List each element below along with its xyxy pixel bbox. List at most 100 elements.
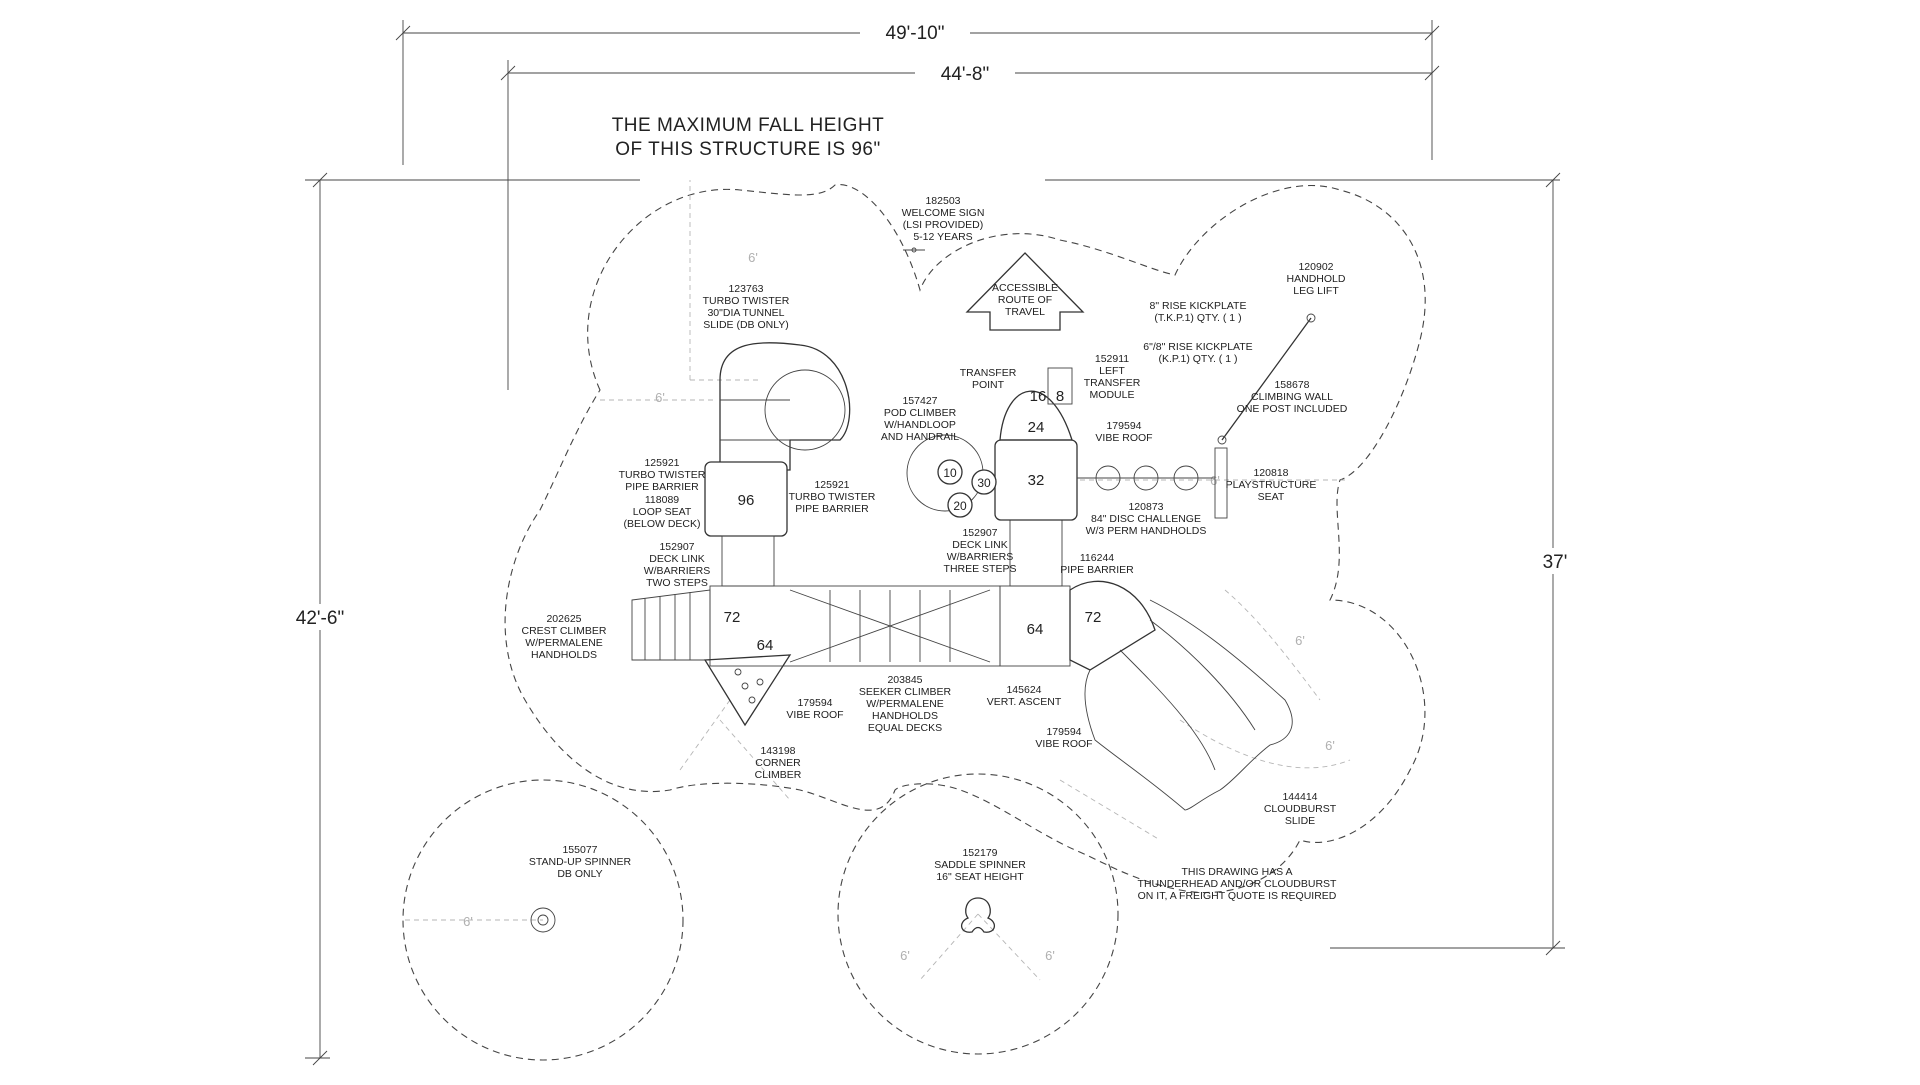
corner-climber-shape (703, 654, 792, 727)
label-climbing-wall: 158678 CLIMBING WALL ONE POST INCLUDED (1237, 379, 1348, 415)
label-cloudburst-slide: 144414 CLOUDBURST SLIDE (1264, 791, 1337, 827)
svg-text:182503: 182503 (925, 195, 960, 207)
svg-text:152907: 152907 (659, 541, 694, 553)
seeker-climber-rungs (829, 590, 951, 662)
accessible-line1: ACCESSIBLE (992, 282, 1058, 294)
leg-lift-bar (1221, 317, 1312, 441)
label-vibe-roof-right: 179594 VIBE ROOF (1035, 726, 1092, 750)
svg-text:158678: 158678 (1274, 379, 1309, 391)
svg-text:(K.P.1) QTY. ( 1 ): (K.P.1) QTY. ( 1 ) (1159, 353, 1238, 365)
label-saddle-spinner: 152179 SADDLE SPINNER 16" SEAT HEIGHT (934, 847, 1026, 883)
svg-text:ON IT, A FREIGHT QUOTE IS REQU: ON IT, A FREIGHT QUOTE IS REQUIRED (1138, 890, 1337, 902)
svg-text:120873: 120873 (1128, 501, 1163, 513)
svg-text:VIBE ROOF: VIBE ROOF (1035, 738, 1092, 750)
svg-text:TWO STEPS: TWO STEPS (646, 577, 708, 589)
svg-text:123763: 123763 (728, 283, 763, 295)
deck-height-8: 8 (1056, 388, 1064, 405)
label-playstructure-seat: 120818 PLAYSTRUCTURE SEAT (1226, 467, 1317, 503)
svg-text:TRANSFER: TRANSFER (960, 367, 1017, 379)
label-disc-challenge: 120873 84" DISC CHALLENGE W/3 PERM HANDH… (1086, 501, 1207, 537)
svg-text:16" SEAT HEIGHT: 16" SEAT HEIGHT (936, 871, 1024, 883)
label-pipe-barrier-left: 125921 TURBO TWISTER PIPE BARRIER (619, 457, 706, 493)
svg-text:HANDHOLD: HANDHOLD (1287, 273, 1346, 285)
svg-text:THREE STEPS: THREE STEPS (944, 563, 1017, 575)
svg-text:5-12 YEARS: 5-12 YEARS (913, 231, 972, 243)
overall-width-label: 49'-10" (886, 23, 945, 44)
svg-text:LEFT: LEFT (1099, 365, 1125, 377)
clearance-label-2: 6' (655, 390, 665, 405)
pod-height-10: 10 (943, 466, 957, 480)
svg-text:152179: 152179 (962, 847, 997, 859)
svg-text:203845: 203845 (887, 674, 922, 686)
svg-text:143198: 143198 (760, 745, 795, 757)
svg-text:157427: 157427 (902, 395, 937, 407)
label-pipe-barrier-right: 125921 TURBO TWISTER PIPE BARRIER (789, 479, 876, 515)
label-vibe-roof-top: 179594 VIBE ROOF (1095, 420, 1152, 444)
dimension-overall-width: 49'-10" (395, 20, 1440, 165)
label-kickplates: 8" RISE KICKPLATE (T.K.P.1) QTY. ( 1 ) 6… (1143, 300, 1252, 365)
svg-text:SEEKER CLIMBER: SEEKER CLIMBER (859, 686, 952, 698)
label-pod-climber: 157427 POD CLIMBER W/HANDLOOP AND HANDRA… (881, 395, 959, 443)
svg-text:VIBE ROOF: VIBE ROOF (1095, 432, 1152, 444)
dimension-inner-width: 44'-8" (500, 60, 1440, 390)
svg-text:PLAYSTRUCTURE: PLAYSTRUCTURE (1226, 479, 1317, 491)
label-vibe-roof-left: 179594 VIBE ROOF (786, 697, 843, 721)
freight-quote-note: THIS DRAWING HAS A THUNDERHEAD AND/OR CL… (1138, 866, 1338, 902)
svg-text:W/PERMALENE: W/PERMALENE (866, 698, 944, 710)
label-left-transfer-module: 152911 LEFT TRANSFER MODULE (1084, 353, 1141, 401)
svg-text:STAND-UP SPINNER: STAND-UP SPINNER (529, 856, 632, 868)
svg-text:116244: 116244 (1080, 552, 1114, 564)
label-pipe-barrier-slide: 116244 PIPE BARRIER (1060, 552, 1134, 576)
svg-text:120902: 120902 (1298, 261, 1333, 273)
svg-text:179594: 179594 (1106, 420, 1141, 432)
svg-text:W/PERMALENE: W/PERMALENE (525, 637, 603, 649)
svg-text:W/BARRIERS: W/BARRIERS (947, 551, 1014, 563)
overall-height-label: 42'-6" (296, 608, 344, 629)
clearance-label-8: 6' (1045, 948, 1055, 963)
svg-text:TURBO TWISTER: TURBO TWISTER (703, 295, 790, 307)
svg-text:125921: 125921 (644, 457, 679, 469)
svg-text:TURBO TWISTER: TURBO TWISTER (789, 491, 876, 503)
svg-text:LEG LIFT: LEG LIFT (1293, 285, 1339, 297)
svg-text:EQUAL DECKS: EQUAL DECKS (868, 722, 942, 734)
label-seeker-climber: 203845 SEEKER CLIMBER W/PERMALENE HANDHO… (859, 674, 952, 734)
svg-text:152907: 152907 (962, 527, 997, 539)
svg-text:PIPE BARRIER: PIPE BARRIER (1060, 564, 1134, 576)
svg-text:CLOUDBURST: CLOUDBURST (1264, 803, 1337, 815)
accessible-line2: ROUTE OF (998, 294, 1052, 306)
clearance-lines: 6' 6' 6' 6' 6' 6' 6' 6' (405, 180, 1351, 981)
label-turbo-twister-slide: 123763 TURBO TWISTER 30"DIA TUNNEL SLIDE… (703, 283, 790, 331)
svg-text:POINT: POINT (972, 379, 1005, 391)
svg-text:DECK LINK: DECK LINK (952, 539, 1007, 551)
deck-height-24: 24 (1028, 419, 1045, 436)
label-standup-spinner: 155077 STAND-UP SPINNER DB ONLY (529, 844, 632, 880)
deck-height-32: 32 (1028, 472, 1045, 489)
deck-height-64-right: 64 (1027, 621, 1044, 638)
standup-spinner-zone (402, 779, 684, 1061)
deck-height-96: 96 (738, 492, 755, 509)
svg-text:W/BARRIERS: W/BARRIERS (644, 565, 711, 577)
svg-text:LOOP SEAT: LOOP SEAT (633, 506, 692, 518)
svg-text:POD CLIMBER: POD CLIMBER (884, 407, 957, 419)
svg-text:HANDHOLDS: HANDHOLDS (531, 649, 597, 661)
accessible-line3: TRAVEL (1005, 306, 1045, 318)
clearance-label-7: 6' (900, 948, 910, 963)
svg-text:118089: 118089 (645, 494, 679, 506)
use-zone-boundary (504, 184, 1426, 894)
svg-text:6"/8" RISE KICKPLATE: 6"/8" RISE KICKPLATE (1143, 341, 1252, 353)
clearance-label-5: 6' (1325, 738, 1335, 753)
inner-width-label: 44'-8" (941, 64, 989, 85)
clearance-label-1: 6' (748, 250, 758, 265)
svg-text:VERT. ASCENT: VERT. ASCENT (987, 696, 1062, 708)
svg-text:THUNDERHEAD AND/OR CLOUDBURST: THUNDERHEAD AND/OR CLOUDBURST (1138, 878, 1338, 890)
label-welcome-sign: 182503 WELCOME SIGN (LSI PROVIDED) 5-12 … (902, 195, 985, 243)
svg-text:WELCOME SIGN: WELCOME SIGN (902, 207, 985, 219)
svg-text:CLIMBER: CLIMBER (755, 769, 802, 781)
svg-text:84" DISC CHALLENGE: 84" DISC CHALLENGE (1091, 513, 1201, 525)
svg-text:CREST CLIMBER: CREST CLIMBER (522, 625, 607, 637)
play-structure (530, 247, 1316, 933)
svg-text:202625: 202625 (546, 613, 581, 625)
label-deck-link-right: 152907 DECK LINK W/BARRIERS THREE STEPS (944, 527, 1017, 575)
